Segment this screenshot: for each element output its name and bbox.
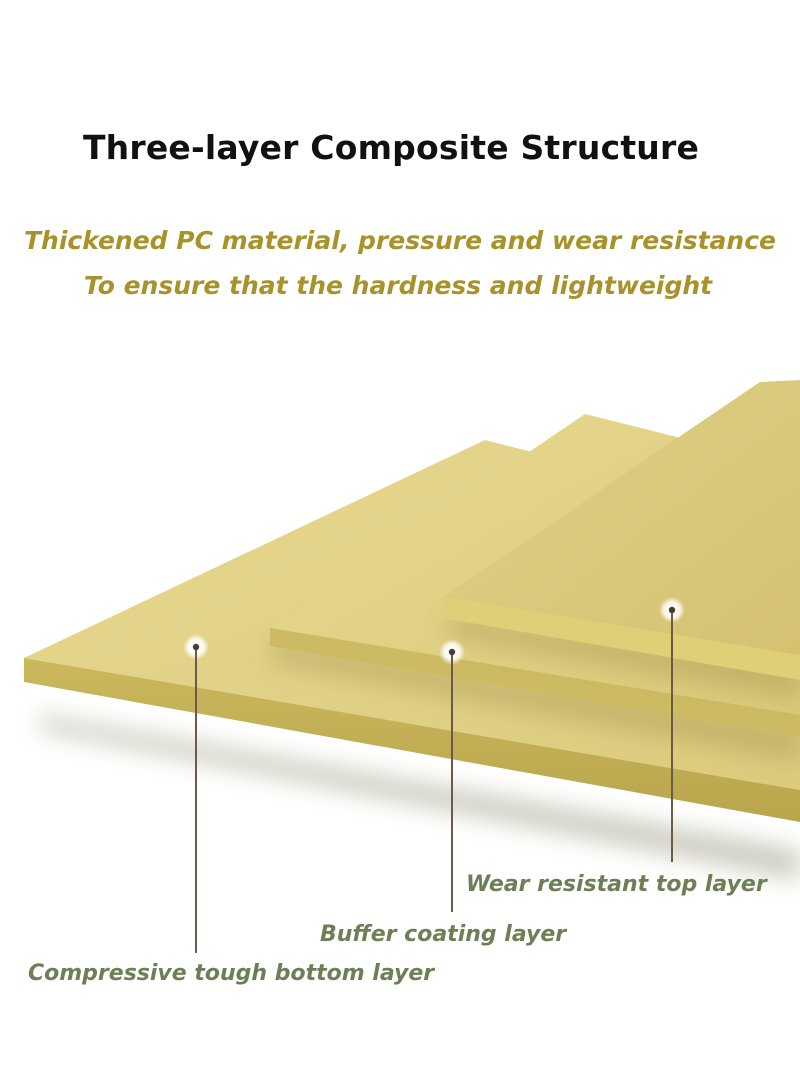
- callout-bottom-marker: [183, 634, 209, 953]
- compressive-bottom-layer-label: Compressive tough bottom layer: [28, 961, 435, 986]
- top-sheet-shadow: [448, 615, 800, 696]
- buffer-coating-layer-label: Buffer coating layer: [320, 922, 567, 947]
- bottom-sheet-edge: [24, 658, 800, 822]
- page-title: Three-layer Composite Structure: [82, 128, 700, 167]
- top-sheet-face: [443, 380, 800, 655]
- subtitle-line-2: To ensure that the hardness and lightwei…: [83, 271, 713, 300]
- top-sheet: [443, 380, 800, 696]
- wear-resistant-top-layer-label: Wear resistant top layer: [466, 872, 767, 897]
- callout-top-marker: [659, 597, 685, 862]
- middle-sheet-edge: [270, 628, 800, 737]
- stack-shadow: [40, 715, 800, 880]
- middle-sheet-shadow: [272, 640, 800, 760]
- callout-middle-marker: [439, 639, 465, 912]
- subtitle-line-1: Thickened PC material, pressure and wear…: [24, 226, 776, 255]
- top-sheet-edge: [443, 597, 800, 680]
